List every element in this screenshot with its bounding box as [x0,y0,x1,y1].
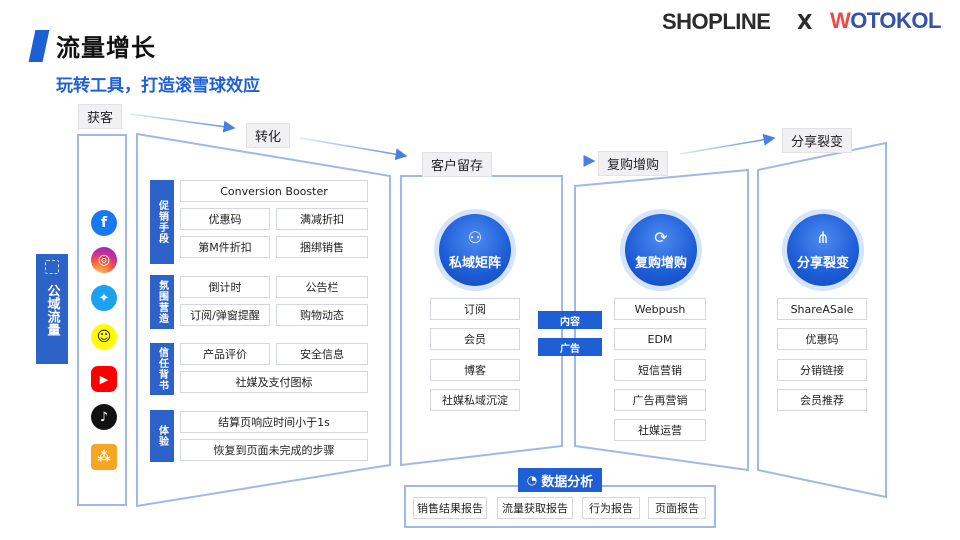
private-membership: 会员 [430,328,520,350]
bridge-ads: 广告 [538,338,602,356]
private-subscribe: 订阅 [430,298,520,320]
pie-chart-icon: ◔ [526,473,538,487]
snapchat-icon: ☺ [91,324,117,350]
share-circle: ⋔ 分享裂变 [787,214,859,286]
brand-separator: X [797,10,813,34]
share-panel [757,141,887,499]
stage-retain: 客户留存 [422,152,493,177]
tag-atmosphere: 氛围营造 [150,275,174,329]
page-subtitle: 玩转工具，打造滚雪球效应 [56,76,260,96]
tag-promotion: 促销手段 [150,180,174,264]
twitter-icon: ✦ [91,285,117,311]
bridge-content: 内容 [538,311,602,329]
repurchase-social-ops: 社媒运营 [614,419,706,441]
repurchase-circle: ⟳ 复购增购 [625,214,697,286]
feature-coupon: 优惠码 [180,208,270,230]
repurchase-retargeting: 广告再营销 [614,389,706,411]
report-sales: 销售结果报告 [413,497,487,519]
feature-checkout-speed: 结算页响应时间小于1s [180,411,368,433]
data-analysis-title: ◔ 数据分析 [518,468,602,492]
private-blog: 博客 [430,359,520,381]
stage-share: 分享裂变 [782,128,853,153]
tag-experience: 体验 [150,410,174,462]
feature-social-payment-icons: 社媒及支付图标 [180,371,368,393]
feature-announcement-bar: 公告栏 [276,276,368,298]
stage-convert: 转化 [246,123,291,148]
share-coupon: 优惠码 [777,328,867,350]
feature-countdown: 倒计时 [180,276,270,298]
report-traffic: 流量获取报告 [497,497,573,519]
feature-nth-item-discount: 第M件折扣 [180,236,270,258]
shopline-logo: SHOPLINE [662,9,771,34]
coin-cycle-icon: ⟳ [654,228,668,247]
feature-spend-discount: 满减折扣 [276,208,368,230]
stage-acquire: 获客 [78,104,123,129]
facebook-icon: f [91,210,117,236]
feature-purchase-activity: 购物动态 [276,304,368,326]
repurchase-edm: EDM [614,328,706,350]
instagram-icon: ◎ [91,247,117,273]
public-traffic-label: 公域流量 [36,254,68,364]
feature-conversion-booster: Conversion Booster [180,180,368,202]
feature-security-info: 安全信息 [276,343,368,365]
feature-product-reviews: 产品评价 [180,343,270,365]
share-icon: ⋔ [816,228,830,247]
social-channels: f ◎ ✦ ☺ ▶ ♪ ⁂ [77,134,127,506]
feature-subscribe-popup: 订阅/弹窗提醒 [180,304,270,326]
feature-bundle-sale: 捆绑销售 [276,236,368,258]
traffic-icon [45,260,59,274]
private-social-retention: 社媒私域沉淀 [430,389,520,411]
page-title: 流量增长 [56,34,156,62]
repurchase-webpush: Webpush [614,298,706,320]
stage-repurchase: 复购增购 [598,151,669,176]
report-page: 页面报告 [648,497,706,519]
youtube-icon: ▶ [91,366,117,392]
people-icon: ⚇ [467,228,483,247]
share-affiliate-link: 分销链接 [777,359,867,381]
share-network-icon: ⁂ [91,444,117,470]
report-behavior: 行为报告 [582,497,640,519]
tiktok-icon: ♪ [91,404,117,430]
feature-resume-steps: 恢复到页面未完成的步骤 [180,439,368,461]
share-member-referral: 会员推荐 [777,389,867,411]
wotokol-logo: WOTOKOL [830,8,941,33]
share-shareasale: ShareASale [777,298,867,320]
tag-trust: 信任背书 [150,343,174,395]
private-domain-circle: ⚇ 私域矩阵 [439,214,511,286]
repurchase-sms: 短信营销 [614,359,706,381]
